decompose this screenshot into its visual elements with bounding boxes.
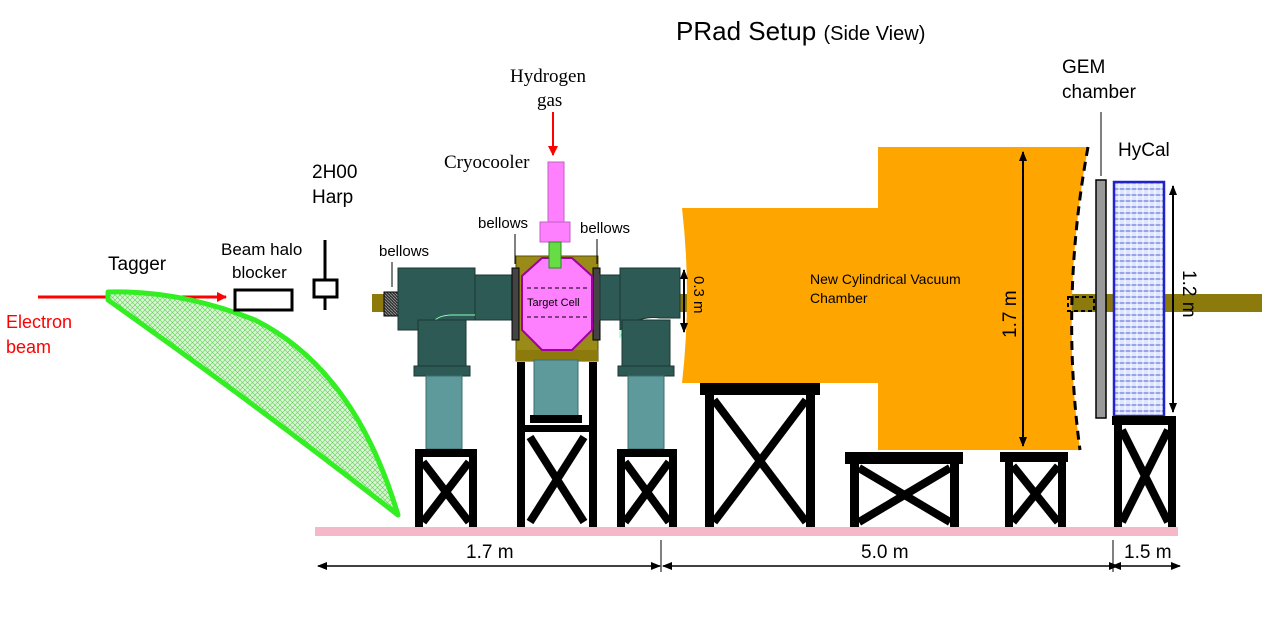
hycal-leg-stand	[1112, 416, 1176, 527]
section-2-label: 5.0 m	[861, 542, 909, 563]
electron-beam-label-1: Electron	[6, 312, 72, 332]
chamber-label-1: New Cylindrical Vacuum	[810, 271, 961, 287]
cryocooler-head	[539, 221, 571, 243]
halo-blocker-label-2: blocker	[232, 263, 287, 282]
target-cell	[521, 257, 593, 351]
right-pipe-assembly	[599, 267, 681, 450]
bellows-left	[383, 291, 399, 317]
chamber-leg-stand-mid	[845, 452, 963, 527]
halo-blocker-label-1: Beam halo	[221, 240, 302, 259]
floor	[315, 527, 1178, 536]
tagger-label: Tagger	[108, 254, 167, 275]
section-3-label: 1.5 m	[1124, 542, 1172, 563]
cryocooler-coil	[548, 241, 562, 269]
section-1-label: 1.7 m	[466, 542, 514, 563]
gem-label-1: GEM	[1062, 57, 1105, 78]
chamber-label-2: Chamber	[810, 290, 868, 306]
harp-body	[312, 278, 339, 299]
tagger-magnet	[105, 289, 401, 518]
gem-mount	[1067, 296, 1095, 312]
right-leg-stand	[617, 449, 677, 527]
hycal-calorimeter	[1112, 180, 1166, 418]
bellows-right-label: bellows	[580, 220, 630, 237]
harp-label-1: 2H00	[312, 162, 357, 183]
vacuum-chamber	[682, 147, 1088, 450]
left-pipe-assembly	[397, 267, 518, 450]
hycal-dim-label: 1.2 m	[1178, 270, 1199, 318]
gem-label-2: chamber	[1062, 82, 1137, 103]
hydrogen-label-2: gas	[537, 90, 562, 111]
chamber-dim-label: 1.7 m	[1000, 290, 1021, 338]
harp-label-2: Harp	[312, 187, 353, 208]
cryocooler	[547, 161, 565, 223]
target-leg-stand	[517, 362, 597, 527]
cryocooler-label: Cryocooler	[444, 152, 530, 173]
bellows-left-label: bellows	[379, 243, 429, 260]
diagram-title: PRad Setup (Side View)	[676, 16, 925, 46]
beam-halo-blocker	[233, 288, 294, 312]
target-cell-label: Target Cell	[527, 297, 580, 309]
beampipe-dim-label: 0.3 m	[690, 276, 707, 314]
vacuum-window-dashed	[1070, 146, 1090, 451]
bellows-mid-label: bellows	[478, 215, 528, 232]
electron-beam-label-2: beam	[6, 337, 51, 357]
left-leg-stand	[415, 449, 477, 527]
chamber-leg-stand-right	[1000, 452, 1068, 527]
hycal-label: HyCal	[1118, 140, 1170, 161]
gem-chamber	[1095, 179, 1107, 419]
hydrogen-label-1: Hydrogen	[510, 66, 586, 87]
chamber-leg-stand-left	[700, 383, 820, 527]
